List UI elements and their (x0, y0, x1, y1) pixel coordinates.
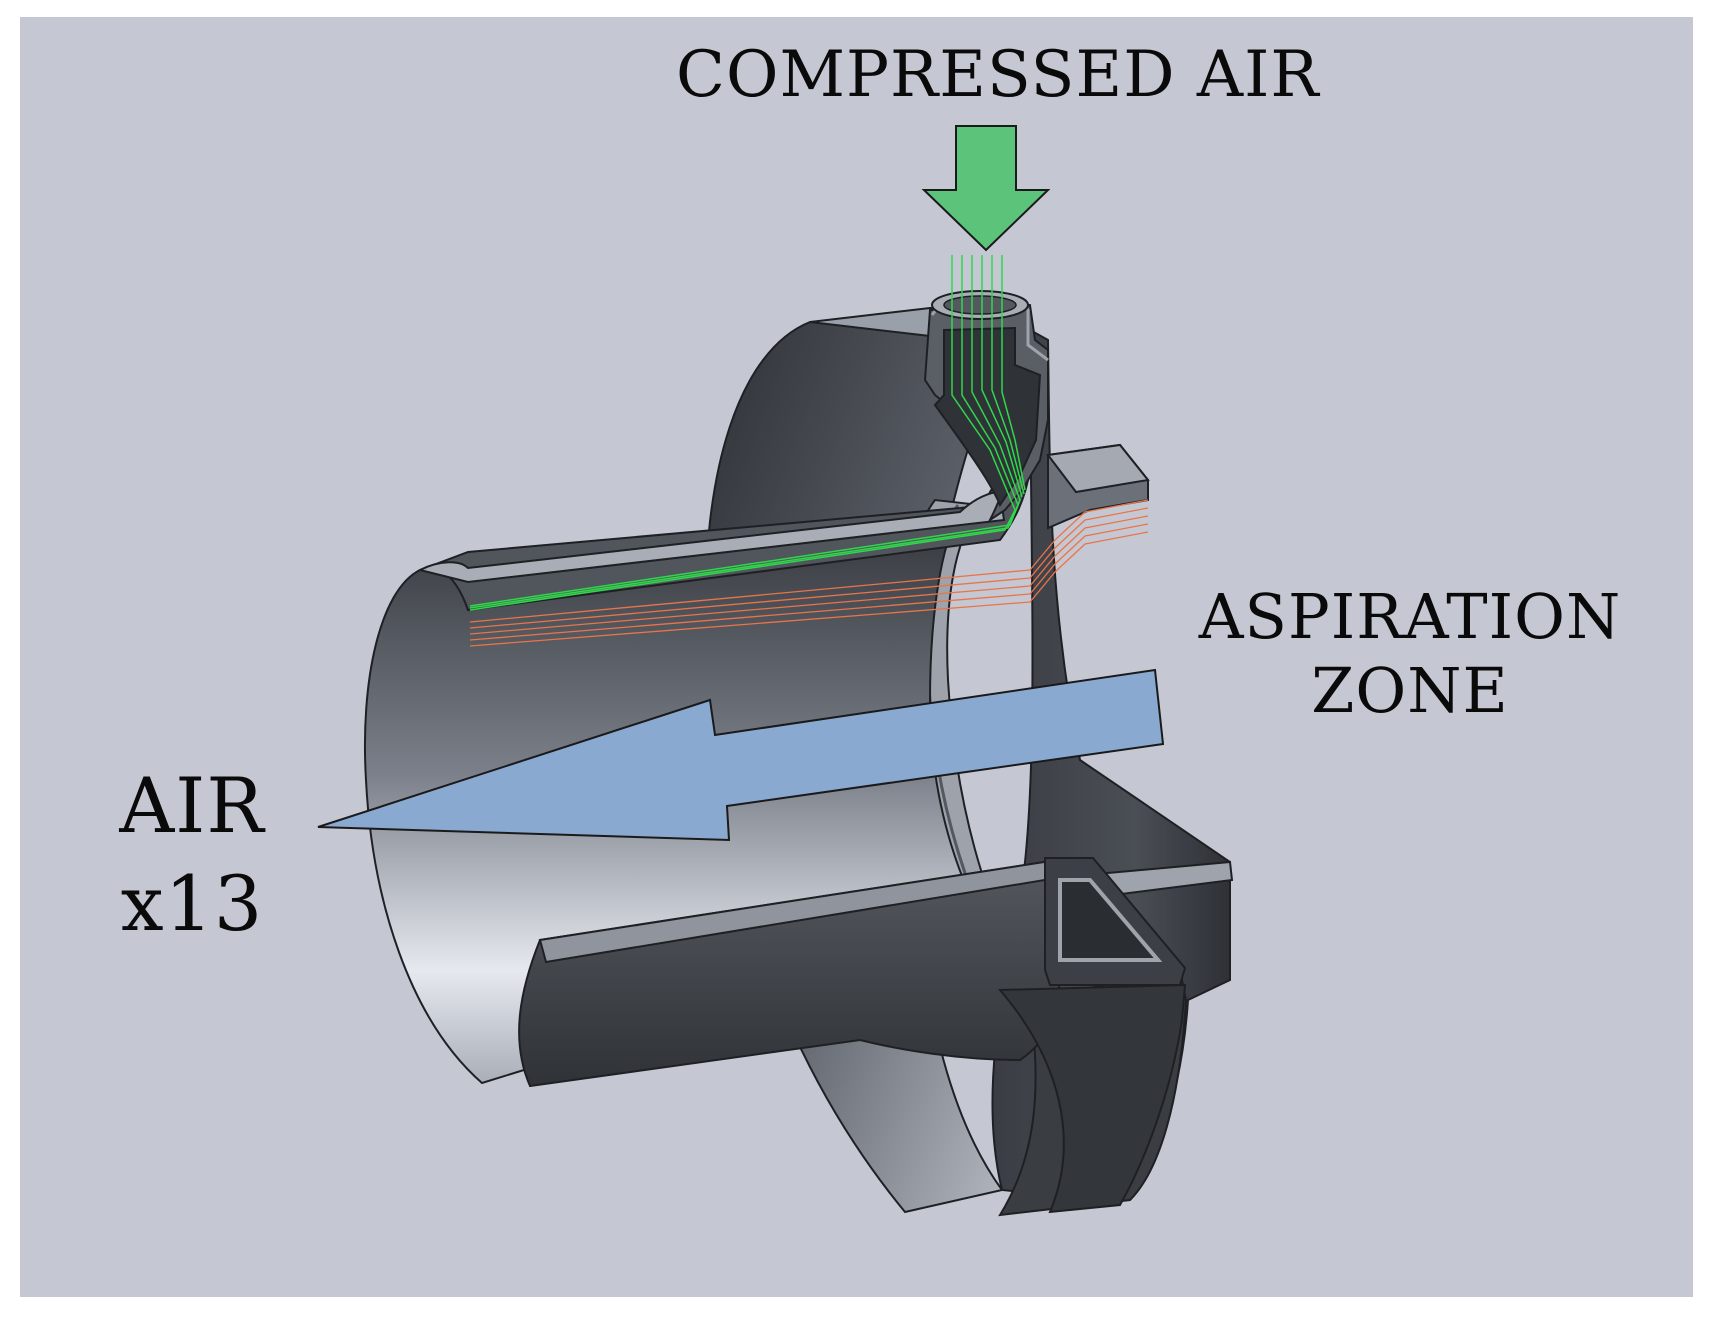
compressed-air-label: COMPRESSED AIR (676, 38, 1320, 112)
aspiration-label-line1: ASPIRATION (1198, 580, 1622, 653)
aspiration-streamlines (469, 499, 1149, 647)
down-arrow-icon (921, 125, 1051, 252)
air-multiplier-label: x13 (120, 859, 264, 948)
compressed-air-streamlines (469, 255, 1026, 611)
aspiration-label-line2: ZONE (1311, 654, 1509, 727)
air-label-line1: AIR (119, 761, 265, 850)
aspiration-zone-label: ASPIRATION ZONE (1180, 580, 1640, 728)
air-output-label: AIR x13 (112, 757, 272, 953)
left-arrow-icon (317, 668, 1165, 842)
outer-shell-front (997, 983, 1187, 1214)
